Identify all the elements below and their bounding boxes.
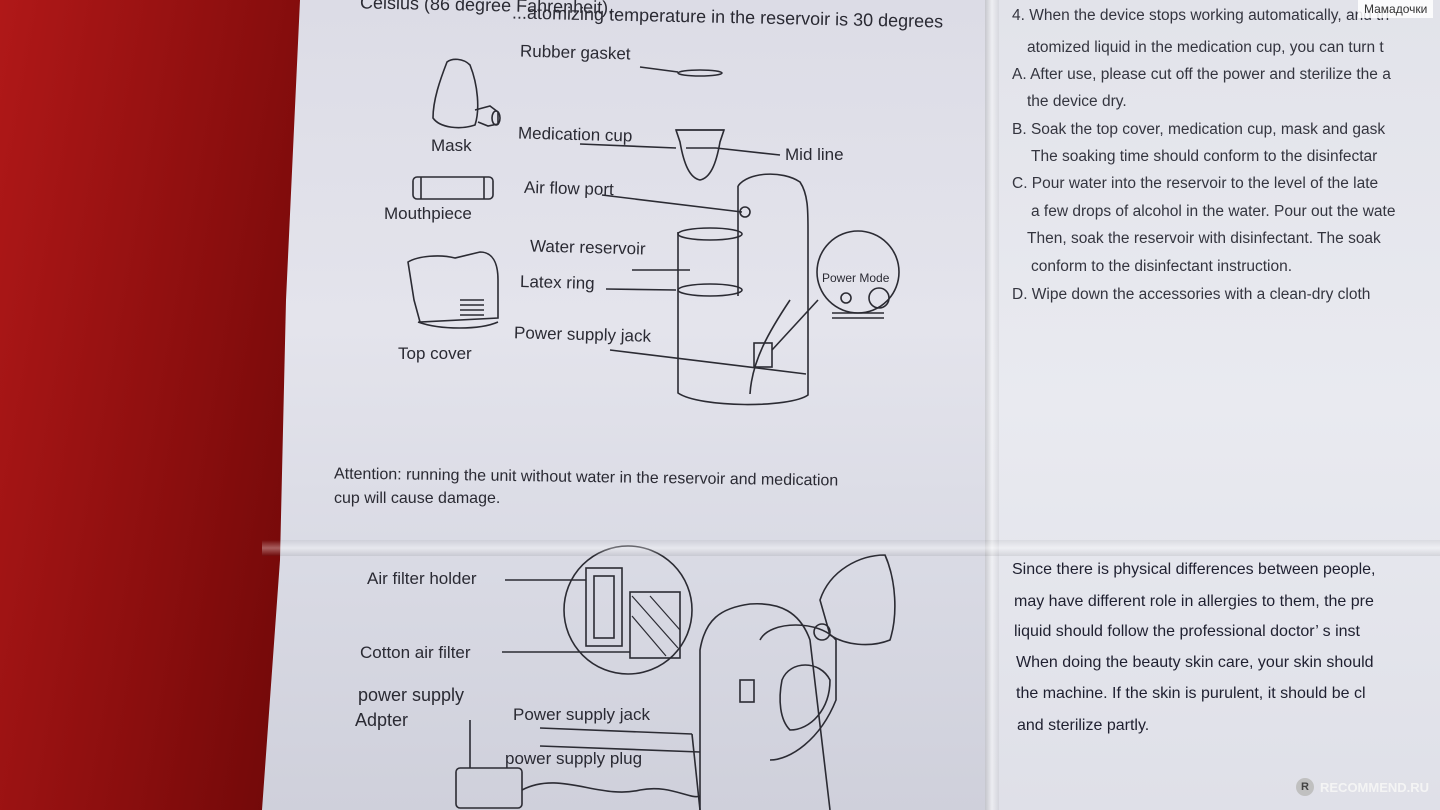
nebulizer-body-drawing [677,173,809,406]
right-line-11: D. Wipe down the accessories with a clea… [1012,286,1371,303]
instruction-sheet-right [985,0,1440,810]
instruction-sheet-left [262,0,1002,810]
label-mid-line: Mid line [785,145,844,164]
red-fabric-background [0,0,300,810]
paper-fold-vertical [985,0,999,810]
label-adapter-line-1: power supply [358,685,465,705]
right-bottom-line-1: Since there is physical differences betw… [1012,561,1376,578]
recommend-badge: R RECOMMEND.RU [1296,778,1429,796]
power-mode-callout-drawing [816,230,900,314]
label-top-cover: Top cover [398,344,472,363]
mouthpiece-drawing [412,176,494,200]
label-power-mode: Power Mode [822,271,890,285]
filter-callout-drawing [563,545,693,675]
rubber-gasket-drawing [677,69,723,77]
top-cover-drawing [407,251,499,323]
medication-cup-drawing [674,129,726,181]
right-bottom-line-3: liquid should follow the professional do… [1014,623,1360,640]
label-mouthpiece: Mouthpiece [384,204,472,223]
right-bottom-line-6: and sterilize partly. [1017,717,1150,734]
right-line-4: the device dry. [1027,93,1127,110]
right-line-7: C. Pour water into the reservoir to the … [1012,175,1379,192]
label-adapter-line-2: Adpter [355,710,409,730]
label-air-filter-holder: Air filter holder [367,569,477,588]
label-mask: Mask [431,136,472,155]
right-line-8: a few drops of alcohol in the water. Pou… [1031,203,1396,220]
label-cotton-air-filter: Cotton air filter [360,643,471,662]
label-power-supply-plug: power supply plug [505,749,643,768]
right-line-9: Then, soak the reservoir with disinfecta… [1027,230,1381,247]
right-bottom-line-2: may have different role in allergies to … [1014,593,1374,610]
adapter-drawing [455,767,523,809]
right-line-2: atomized liquid in the medication cup, y… [1027,39,1384,56]
label-power-supply-jack-bottom: Power supply jack [513,705,651,724]
attention-line-2: cup will cause damage. [334,490,501,507]
right-line-5: B. Soak the top cover, medication cup, m… [1012,121,1386,138]
right-bottom-line-4: When doing the beauty skin care, your sk… [1016,654,1374,671]
right-bottom-line-5: the machine. If the skin is purulent, it… [1016,685,1366,702]
recommend-logo-icon: R [1296,778,1314,796]
recommend-badge-text: RECOMMEND.RU [1320,779,1430,795]
mask-drawing [432,58,479,129]
right-line-3: A. After use, please cut off the power a… [1012,66,1391,83]
watermark-label: Мамадочки [1358,0,1434,18]
right-line-10: conform to the disinfectant instruction. [1031,258,1293,275]
paper-fold-horizontal [262,540,1440,556]
right-line-6: The soaking time should conform to the d… [1031,148,1378,165]
bottom-device-drawing [699,602,831,810]
right-line-1: 4. When the device stops working automat… [1012,7,1390,24]
